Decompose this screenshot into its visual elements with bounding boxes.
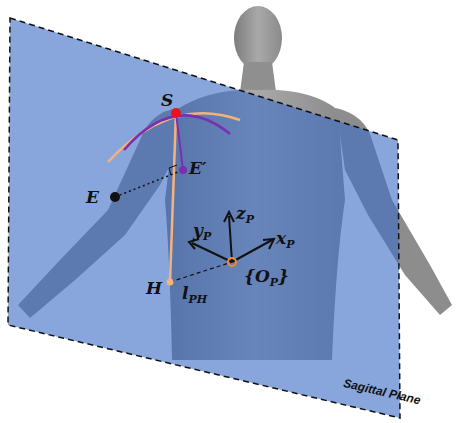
length-label: lPH: [182, 285, 207, 305]
upper-arm-line: [170, 113, 176, 282]
point-label: E′: [189, 160, 206, 177]
frame-label: {OP}: [244, 268, 289, 288]
projection-dotted-line: [115, 170, 183, 197]
elbow-projection-dot: [179, 166, 187, 174]
shoulder-dot: [171, 108, 181, 118]
axis-label: zP: [236, 205, 254, 225]
coordinate-axes: [189, 212, 274, 262]
sagittal-plane: [8, 18, 400, 418]
hand-point-dot: [167, 279, 174, 286]
right-angle-mark: [169, 165, 177, 175]
point-label: H: [146, 280, 162, 297]
origin-marker: [228, 258, 236, 266]
lph-dashed-line: [170, 262, 232, 282]
axis-label: yP: [193, 222, 211, 242]
axis-label: xP: [276, 230, 294, 250]
point-label: E: [86, 189, 99, 206]
elbow-dot: [110, 192, 120, 202]
point-label: S: [161, 92, 173, 109]
elbow-projection-line: [176, 113, 183, 170]
